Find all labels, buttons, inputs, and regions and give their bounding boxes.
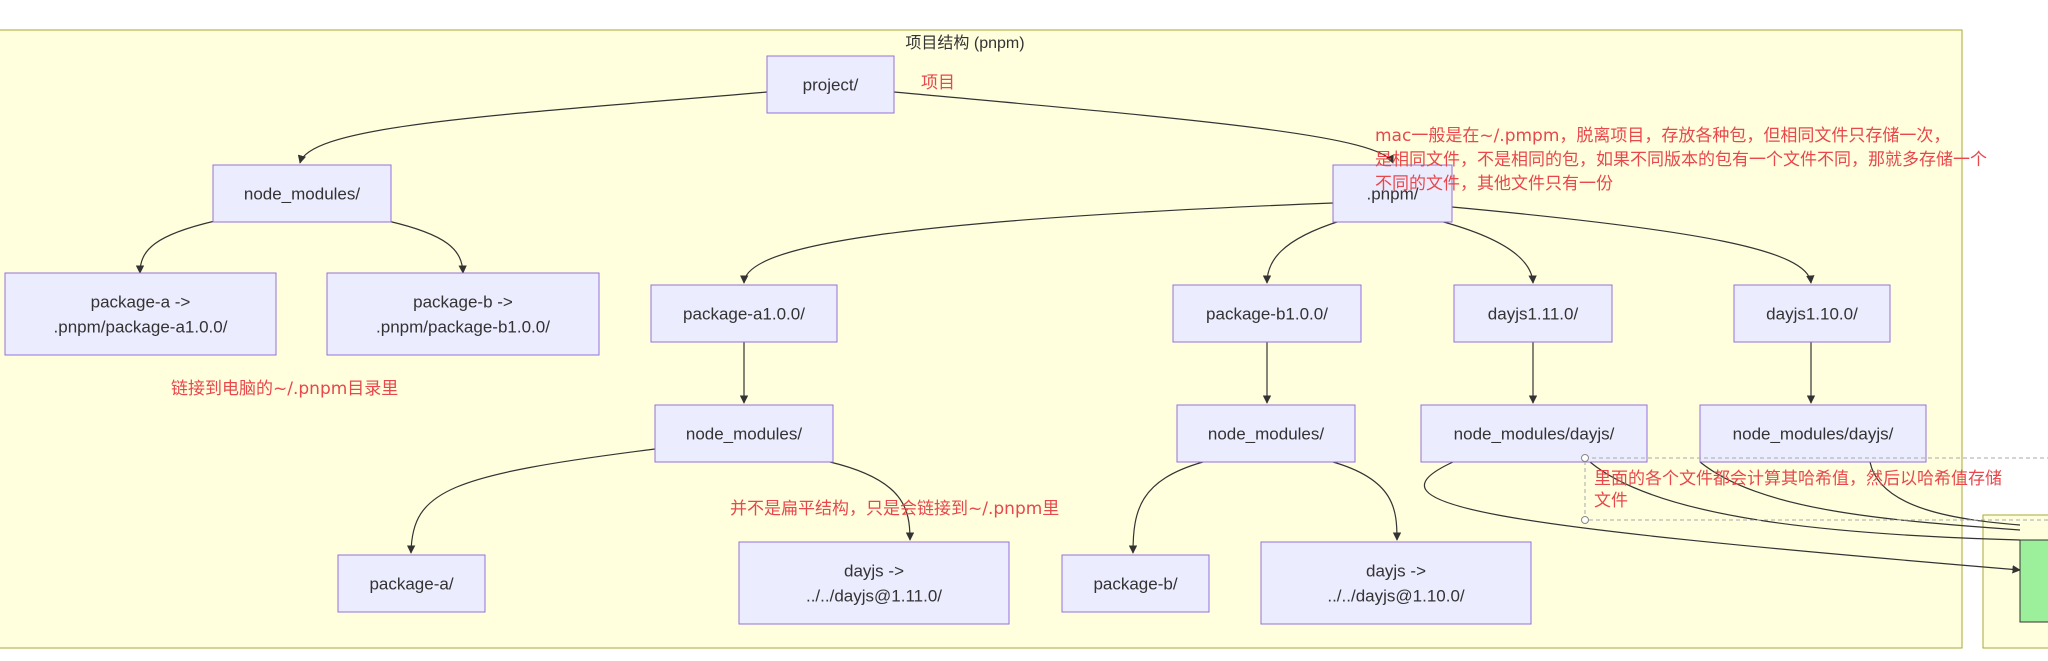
node-pb_leaf-box bbox=[1061, 554, 1210, 613]
edge-pnpm-pb bbox=[1262, 220, 1341, 284]
hash-note-line-1: 里面的各个文件都会计算其哈希值，然后以哈希值存储 bbox=[1594, 469, 2002, 489]
node-pa-box bbox=[650, 284, 838, 343]
note-handle-top bbox=[1581, 454, 1589, 462]
node-pb-box bbox=[1172, 284, 1362, 343]
cluster-title: 项目结构 (pnpm) bbox=[905, 34, 1024, 52]
edge-nm-linka bbox=[135, 220, 216, 274]
node-dj_link1-label-0: dayjs -> bbox=[844, 562, 904, 581]
edge-nmdj110-store-a bbox=[1699, 461, 2021, 531]
node-dj_link2-box bbox=[1260, 541, 1532, 625]
hash-note-box bbox=[1584, 457, 2048, 521]
node-link_b-box bbox=[326, 272, 600, 356]
edge-project-nodemodules bbox=[297, 91, 768, 164]
node-dj_link1-label-1: ../../dayjs@1.11.0/ bbox=[806, 587, 942, 606]
edge-nmdj111-store-b bbox=[1589, 461, 2021, 541]
node-nmdj110-box bbox=[1699, 404, 1927, 463]
store-note: mac一般是在~/.pmpm，脱离项目，存放各种包，但相同文件只存储一次， 是相… bbox=[1375, 126, 1992, 194]
node-dj_link2-label-1: ../../dayjs@1.10.0/ bbox=[1327, 587, 1465, 606]
edge-pnpm-pa bbox=[740, 202, 1334, 284]
node-dj110-box bbox=[1733, 284, 1891, 343]
edge-nm-linkb bbox=[387, 220, 467, 274]
node-dj111-box bbox=[1453, 284, 1613, 343]
node-pb_leaf-label-0: package-b/ bbox=[1093, 575, 1177, 594]
project-note: 项目 bbox=[921, 73, 955, 93]
node-link_a-box bbox=[4, 272, 277, 356]
note-handle-bottom bbox=[1581, 516, 1589, 524]
edge-nmdj111-store-a bbox=[1423, 461, 2021, 574]
node-dj110-label-0: dayjs1.10.0/ bbox=[1766, 305, 1858, 324]
node-pb-label-0: package-b1.0.0/ bbox=[1206, 305, 1328, 324]
hash-note-line-2: 文件 bbox=[1594, 491, 1628, 511]
store-note-line-1: mac一般是在~/.pmpm，脱离项目，存放各种包，但相同文件只存储一次， bbox=[1375, 126, 1950, 146]
node-project-box bbox=[766, 55, 895, 114]
edge-nmpb-djlink bbox=[1332, 461, 1402, 541]
node-nmdj111-box bbox=[1420, 404, 1648, 463]
node-nm_pa-box bbox=[654, 404, 834, 463]
node-pa_leaf-label-0: package-a/ bbox=[369, 575, 453, 594]
edge-nmpa-djlink bbox=[829, 461, 915, 541]
flat-note: 并不是扁平结构，只是会链接到~/.pnpm里 bbox=[730, 499, 1059, 519]
node-link_b-label-1: .pnpm/package-b1.0.0/ bbox=[376, 318, 550, 337]
node-nm_root-box bbox=[212, 164, 392, 223]
edge-project-pnpm bbox=[893, 91, 1394, 164]
node-project-label-0: project/ bbox=[803, 76, 859, 95]
node-nm_pa-label-0: node_modules/ bbox=[686, 425, 803, 444]
hash-store-node bbox=[2019, 539, 2048, 623]
node-nm_pb-label-0: node_modules/ bbox=[1208, 425, 1325, 444]
edge-pnpm-dj111 bbox=[1439, 220, 1537, 284]
link-note: 链接到电脑的~/.pnpm目录里 bbox=[171, 379, 398, 399]
node-nm_pb-box bbox=[1176, 404, 1356, 463]
node-dj_link2-label-0: dayjs -> bbox=[1366, 562, 1426, 581]
nodes: project/node_modules/ .pnpm/package-a ->.… bbox=[4, 55, 1927, 625]
node-nmdj110-label-0: node_modules/dayjs/ bbox=[1733, 425, 1894, 444]
node-pa_leaf-box bbox=[337, 554, 486, 613]
hash-note: 里面的各个文件都会计算其哈希值，然后以哈希值存储 文件 bbox=[1594, 469, 2007, 511]
node-pnpm-label-0: .pnpm/ bbox=[1367, 185, 1419, 204]
edge-pnpm-dj110 bbox=[1451, 206, 1815, 284]
edge-nmpa-pa-leaf bbox=[406, 448, 656, 554]
store-note-line-3: 不同的文件，其他文件只有一份 bbox=[1375, 174, 1613, 194]
node-nmdj111-label-0: node_modules/dayjs/ bbox=[1454, 425, 1615, 444]
node-nm_root-label-0: node_modules/ bbox=[244, 185, 361, 204]
node-dj_link1-box bbox=[738, 541, 1010, 625]
node-dj111-label-0: dayjs1.11.0/ bbox=[1488, 305, 1579, 324]
node-link_a-label-0: package-a -> bbox=[91, 293, 191, 312]
edges bbox=[135, 91, 2021, 574]
node-link_a-label-1: .pnpm/package-a1.0.0/ bbox=[54, 318, 228, 337]
node-link_b-label-0: package-b -> bbox=[413, 293, 513, 312]
edge-nmdj110-store-b bbox=[1869, 461, 2021, 526]
node-pnpm-box bbox=[1332, 164, 1453, 223]
store-note-line-2: 是相同文件，不是相同的包，如果不同版本的包有一个文件不同，那就多存储一个 bbox=[1375, 150, 1987, 170]
node-pa-label-0: package-a1.0.0/ bbox=[683, 305, 805, 324]
edge-nmpb-pb-leaf bbox=[1128, 461, 1204, 554]
